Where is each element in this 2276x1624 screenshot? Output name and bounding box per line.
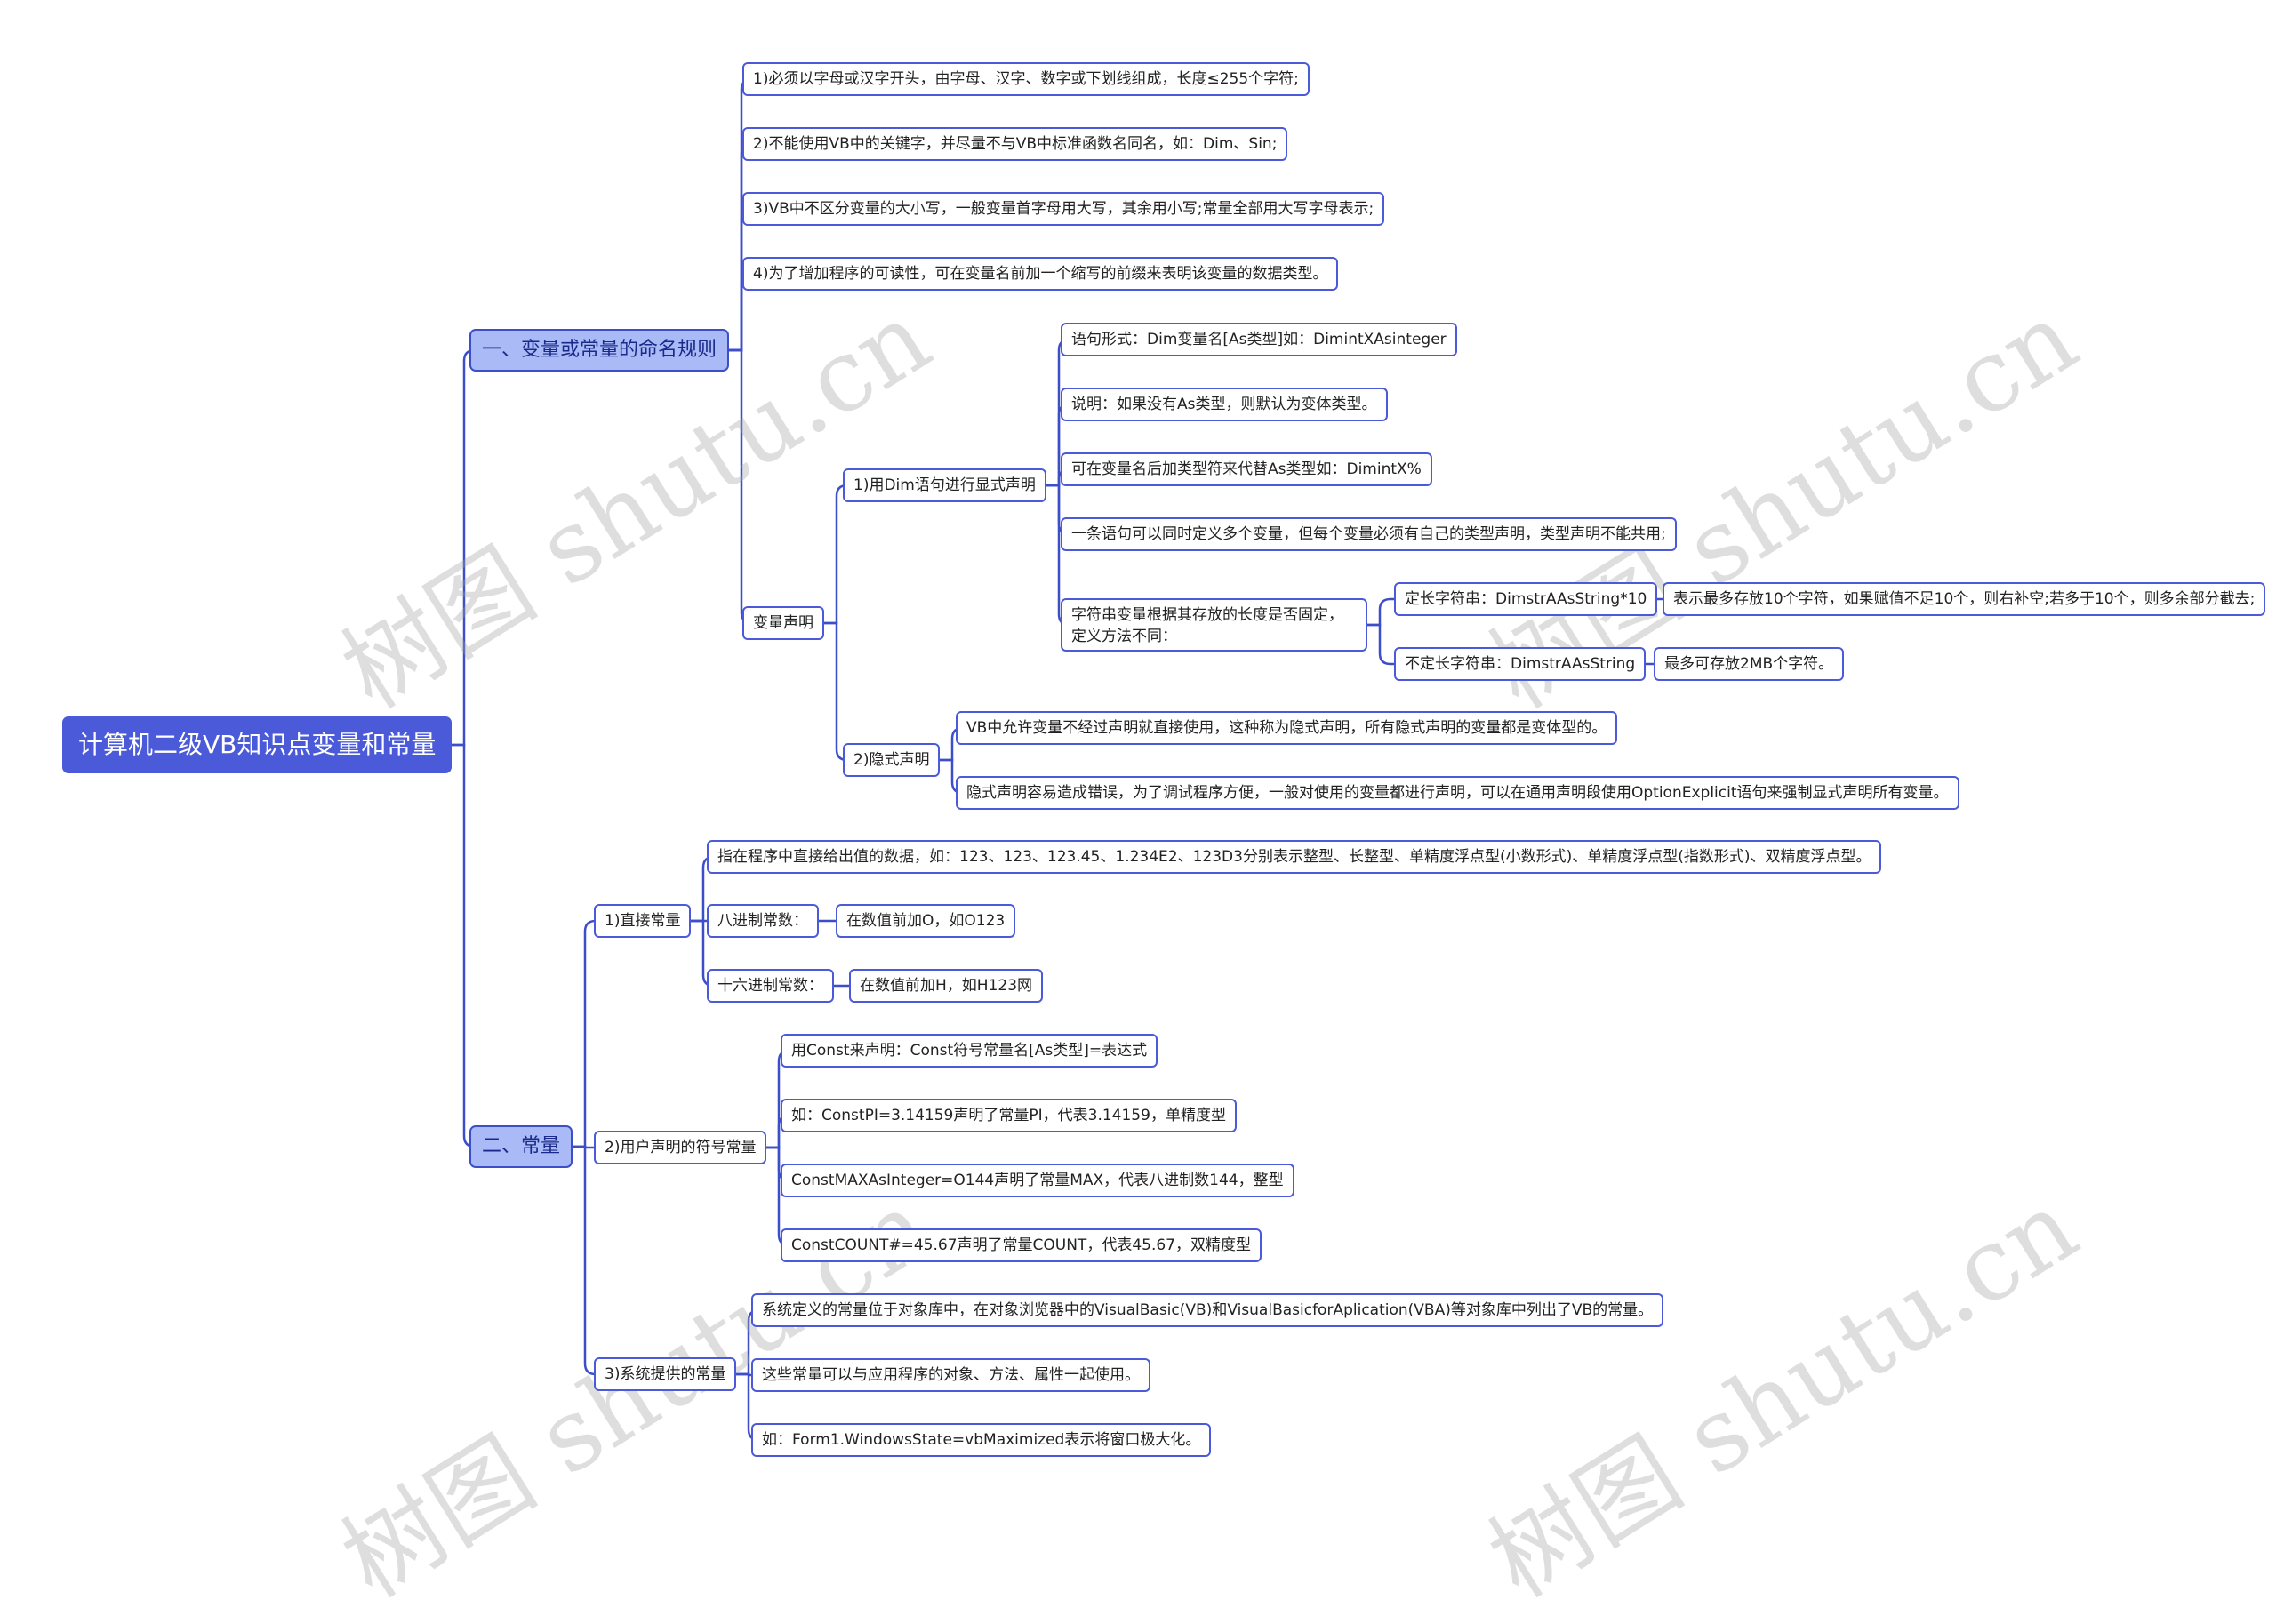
octal-constant-desc-node[interactable]: 在数值前加O，如O123 [836, 904, 1016, 938]
system-constant-node[interactable]: 3)系统提供的常量 [594, 1357, 737, 1391]
dim-type-suffix-node[interactable]: 可在变量名后加类型符来代替As类型如：DimintX% [1061, 452, 1432, 486]
connector-line [452, 743, 476, 1148]
system-constant-desc-node[interactable]: 系统定义的常量位于对象库中，在对象浏览器中的VisualBasic(VB)和Vi… [751, 1293, 1664, 1327]
branch-constants[interactable]: 二、常量 [469, 1125, 573, 1168]
rule-3-node[interactable]: 3)VB中不区分变量的大小写，一般变量首字母用大写，其余用小写;常量全部用大写字… [742, 192, 1385, 226]
octal-constant-node[interactable]: 八进制常数： [707, 904, 819, 938]
variable-string-desc-node[interactable]: 最多可存放2MB个字符。 [1654, 647, 1845, 681]
connector-line [824, 621, 848, 762]
watermark: 树图 shutu.cn [1470, 1169, 2096, 1620]
root-topic[interactable]: 计算机二级VB知识点变量和常量 [62, 716, 453, 773]
connector-line [824, 484, 848, 625]
system-constant-example-node[interactable]: 如：Form1.WindowsState=vbMaximized表示将窗口极大化… [751, 1423, 1212, 1457]
rule-4-node[interactable]: 4)为了增加程序的可读性，可在变量名前加一个缩写的前缀来表明该变量的数据类型。 [742, 257, 1339, 291]
variable-string-node[interactable]: 不定长字符串：DimstrAAsString [1394, 647, 1647, 681]
direct-constant-desc-node[interactable]: 指在程序中直接给出值的数据，如：123、123、123.45、1.234E2、1… [707, 840, 1882, 874]
connector-line [1367, 597, 1394, 627]
connector-line [573, 1145, 594, 1149]
implicit-desc-node[interactable]: VB中允许变量不经过声明就直接使用，这种称为隐式声明，所有隐式声明的变量都是变体… [956, 711, 1618, 745]
branch-naming-rules[interactable]: 一、变量或常量的命名规则 [469, 329, 730, 372]
symbolic-constant-node[interactable]: 2)用户声明的符号常量 [594, 1131, 767, 1164]
dim-explicit-node[interactable]: 1)用Dim语句进行显式声明 [843, 468, 1046, 502]
const-count-node[interactable]: ConstCOUNT#=45.67声明了常量COUNT，代表45.67，双精度型 [781, 1228, 1262, 1262]
hex-constant-node[interactable]: 十六进制常数： [707, 969, 834, 1003]
const-pi-node[interactable]: 如：ConstPI=3.14159声明了常量PI，代表3.14159，单精度型 [781, 1099, 1237, 1132]
hex-constant-desc-node[interactable]: 在数值前加H，如H123网 [849, 969, 1044, 1003]
connector-line [729, 142, 753, 352]
implicit-advice-node[interactable]: 隐式声明容易造成错误，为了调试程序方便，一般对使用的变量都进行声明，可以在通用声… [956, 776, 1959, 810]
system-constant-usage-node[interactable]: 这些常量可以与应用程序的对象、方法、属性一起使用。 [751, 1358, 1150, 1392]
fixed-string-desc-node[interactable]: 表示最多存放10个字符，如果赋值不足10个，则右补空;若多于10个，则多余部分截… [1663, 582, 2266, 616]
variable-declaration-node[interactable]: 变量声明 [742, 606, 824, 640]
connector-line [573, 919, 597, 1148]
const-max-node[interactable]: ConstMAXAsInteger=O144声明了常量MAX，代表八进制数144… [781, 1164, 1294, 1197]
fixed-string-node[interactable]: 定长字符串：DimstrAAsString*10 [1394, 582, 1658, 616]
string-var-node[interactable]: 字符串变量根据其存放的长度是否固定，定义方法不同： [1061, 598, 1367, 652]
implicit-declaration-node[interactable]: 2)隐式声明 [843, 743, 941, 777]
dim-syntax-node[interactable]: 语句形式：Dim变量名[As类型]如：DimintXAsinteger [1061, 323, 1457, 356]
const-syntax-node[interactable]: 用Const来声明：Const符号常量名[As类型]=表达式 [781, 1034, 1158, 1068]
dim-default-type-node[interactable]: 说明：如果没有As类型，则默认为变体类型。 [1061, 388, 1388, 421]
dim-multiple-vars-node[interactable]: 一条语句可以同时定义多个变量，但每个变量必须有自己的类型声明，类型声明不能共用; [1061, 517, 1677, 551]
direct-constant-node[interactable]: 1)直接常量 [594, 904, 692, 938]
rule-2-node[interactable]: 2)不能使用VB中的关键字，并尽量不与VB中标准函数名同名，如：Dim、Sin; [742, 127, 1288, 161]
rule-1-node[interactable]: 1)必须以字母或汉字开头，由字母、汉字、数字或下划线组成，长度≤255个字符; [742, 62, 1310, 96]
connector-line [1367, 623, 1394, 666]
